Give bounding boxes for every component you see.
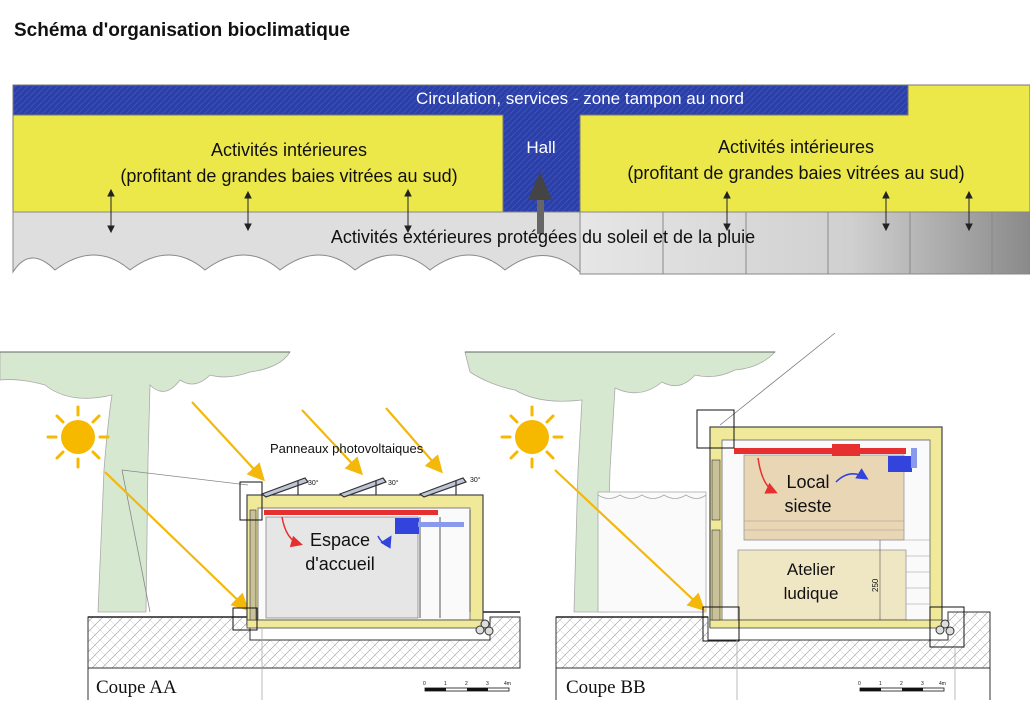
sun-ray-bb	[554, 469, 706, 612]
atelier-ludique-room	[737, 549, 907, 621]
section-bb: 250 Local sieste Atelier ludique	[464, 332, 991, 700]
panel-angle-2: 30°	[388, 479, 399, 487]
scale-aa-tick-1: 1	[444, 681, 447, 687]
outdoor-zone-right	[579, 211, 1030, 275]
roof-detail-box-bb	[696, 409, 735, 449]
exchange-arrow-icon	[404, 188, 412, 234]
bioclimatic-plan: Circulation, services - zone tampon au n…	[12, 84, 1030, 275]
indoor-left-label-2: (profitant de grandes baies vitrées au s…	[120, 166, 457, 186]
sun-icon	[46, 405, 110, 469]
foot-detail-box-aa	[232, 607, 258, 631]
hot-air-duct-aa	[264, 510, 438, 515]
foot-detail-box-bb	[702, 606, 740, 642]
caption-bb: Coupe BB	[566, 677, 646, 698]
scale-bb-tick-3: 3	[921, 681, 924, 687]
caption-aa: Coupe AA	[96, 677, 177, 698]
indoor-zone-left	[12, 114, 504, 213]
outdoor-label: Activités extérieures protégées du solei…	[331, 227, 755, 247]
tree-icon	[0, 351, 291, 613]
upper-room-label-1: Local	[786, 472, 829, 492]
solar-panels-label: Panneaux photovoltaiques	[270, 441, 424, 456]
cool-air-unit-aa	[395, 518, 419, 534]
pergola	[597, 491, 707, 613]
outdoor-zone-left	[12, 211, 581, 274]
exchange-arrow-icon	[107, 188, 115, 234]
room-aa-label-2: d'accueil	[305, 554, 374, 574]
scale-aa-tick-3: 3	[486, 681, 489, 687]
solar-panels	[260, 477, 467, 498]
sun-rays	[104, 401, 443, 612]
sun-icon	[500, 405, 564, 469]
indoor-right-label-2: (profitant de grandes baies vitrées au s…	[627, 163, 964, 183]
hall-label: Hall	[526, 138, 555, 157]
tree-icon	[464, 351, 776, 613]
scale-aa-tick-4: 4m	[504, 681, 511, 687]
north-zone-label: Circulation, services - zone tampon au n…	[416, 89, 744, 108]
scale-bar-bb: 0 1 2 3 4m	[858, 681, 946, 692]
upper-room-label-2: sieste	[784, 496, 831, 516]
foot-detail-box-bb-right	[929, 606, 965, 648]
section-aa: 30° 30° 30° Panneaux photovoltaiques Esp…	[0, 351, 521, 700]
exchange-arrow-icon	[965, 190, 973, 232]
scale-bb-tick-0: 0	[858, 681, 861, 687]
cool-air-unit-bb	[888, 456, 912, 472]
hot-air-duct-bb	[734, 448, 906, 454]
scale-aa-tick-2: 2	[465, 681, 468, 687]
scale-bb-tick-2: 2	[900, 681, 903, 687]
exchange-arrow-icon	[882, 190, 890, 232]
roof-detail-box-aa	[239, 481, 263, 521]
page-title: Schéma d'organisation bioclimatique	[14, 20, 351, 41]
lower-room-label-2: ludique	[784, 584, 839, 603]
espace-accueil-room	[265, 516, 419, 619]
room-aa-label-1: Espace	[310, 530, 370, 550]
dimension-label: 250	[871, 578, 880, 592]
lower-room-label-1: Atelier	[787, 560, 836, 579]
exchange-arrows	[107, 188, 973, 234]
exchange-arrow-icon	[244, 190, 252, 232]
panel-angle-3: 30°	[470, 476, 481, 484]
scale-bb-tick-4: 4m	[939, 681, 946, 687]
exchange-arrow-icon	[723, 190, 731, 232]
ground-bb	[555, 611, 991, 669]
scale-bb-tick-1: 1	[879, 681, 882, 687]
panel-angle-1: 30°	[308, 479, 319, 487]
scale-aa-tick-0: 0	[423, 681, 426, 687]
indoor-right-label-1: Activités intérieures	[718, 137, 874, 157]
hall-arrow-icon	[528, 172, 552, 234]
indoor-left-label-1: Activités intérieures	[211, 140, 367, 160]
local-sieste-room	[743, 454, 905, 541]
scale-bar-aa: 0 1 2 3 4m	[423, 681, 511, 692]
